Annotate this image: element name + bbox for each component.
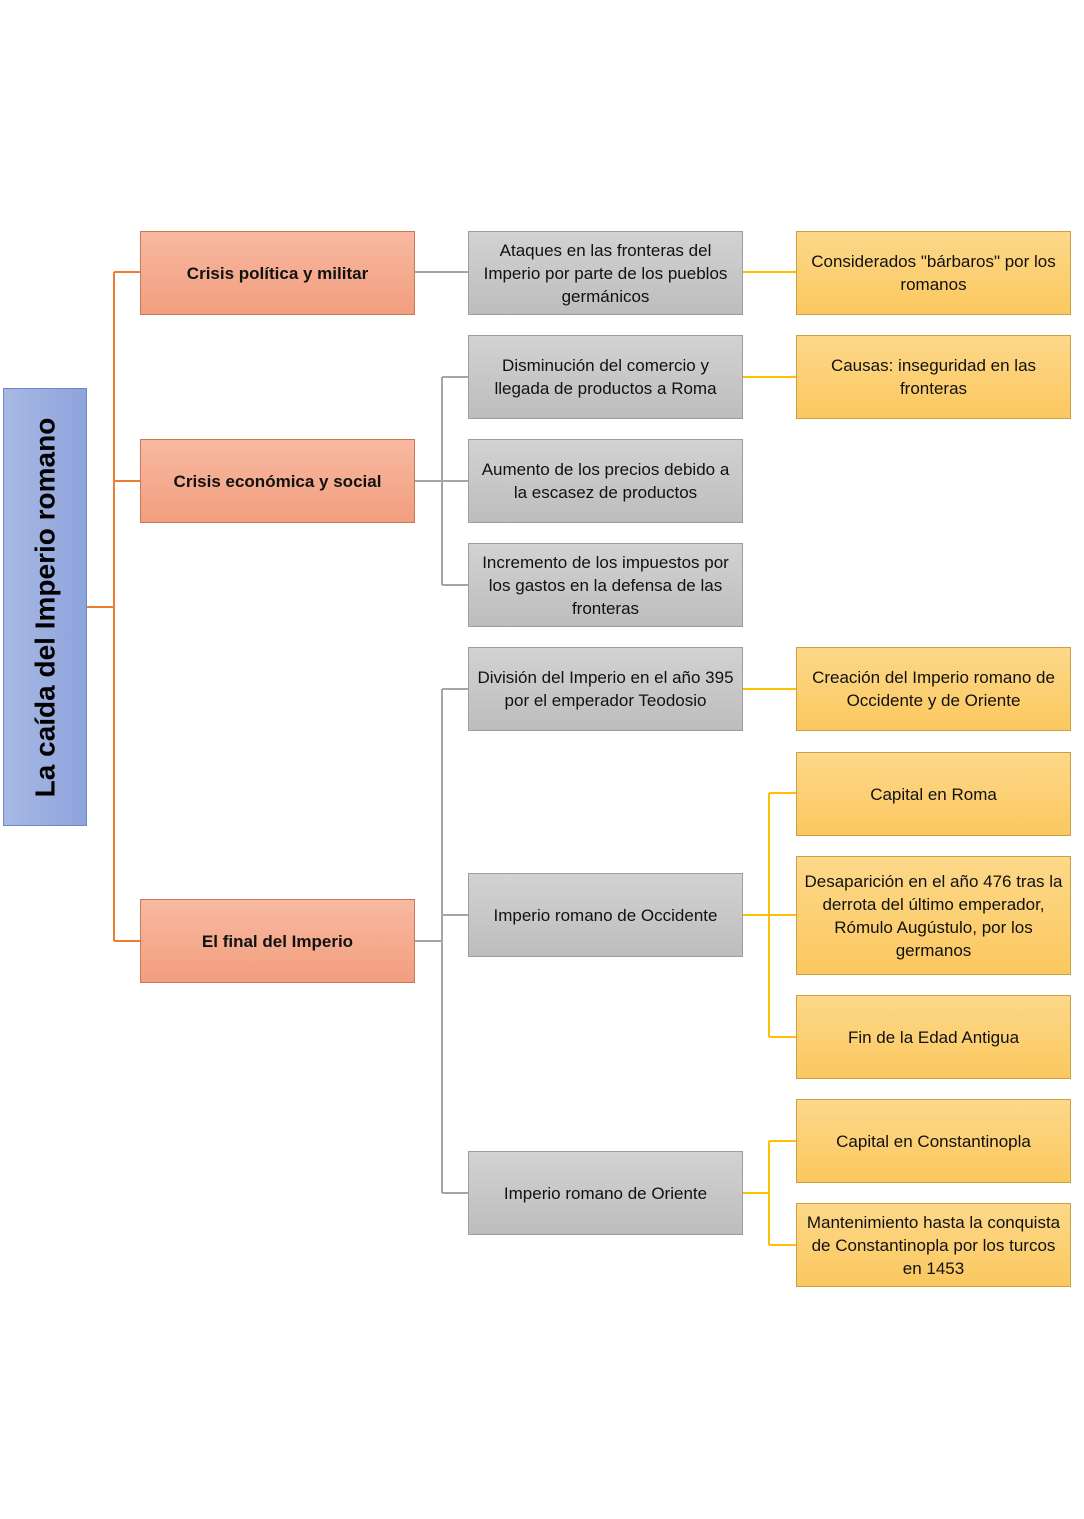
detail-trade-decline: Disminución del comercio y llegada de pr… [468,335,743,419]
detail-western-empire: Imperio romano de Occidente [468,873,743,957]
detail-border-attacks: Ataques en las fronteras del Imperio por… [468,231,743,315]
detail-empire-division: División del Imperio en el año 395 por e… [468,647,743,731]
leaf-capital-constantinople: Capital en Constantinopla [796,1099,1071,1183]
category-economic-social: Crisis económica y social [140,439,415,523]
detail-price-rise: Aumento de los precios debido a la escas… [468,439,743,523]
detail-eastern-empire: Imperio romano de Oriente [468,1151,743,1235]
category-political-military: Crisis política y militar [140,231,415,315]
leaf-capital-rome: Capital en Roma [796,752,1071,836]
detail-connectors [743,271,796,1246]
leaf-creation-empires: Creación del Imperio romano de Occidente… [796,647,1071,731]
category-end-of-empire: El final del Imperio [140,899,415,983]
root-title: La caída del Imperio romano [29,417,61,797]
leaf-causes: Causas: inseguridad en las fronteras [796,335,1071,419]
leaf-end-antiquity: Fin de la Edad Antigua [796,995,1071,1079]
leaf-disappearance-476: Desaparición en el año 476 tras la derro… [796,856,1071,975]
category-connectors [415,271,468,1194]
leaf-continuation-1453: Mantenimiento hasta la conquista de Cons… [796,1203,1071,1287]
leaf-barbarians: Considerados "bárbaros" por los romanos [796,231,1071,315]
detail-tax-increase: Incremento de los impuestos por los gast… [468,543,743,627]
root-connectors [87,271,141,942]
root-node: La caída del Imperio romano [3,388,87,826]
